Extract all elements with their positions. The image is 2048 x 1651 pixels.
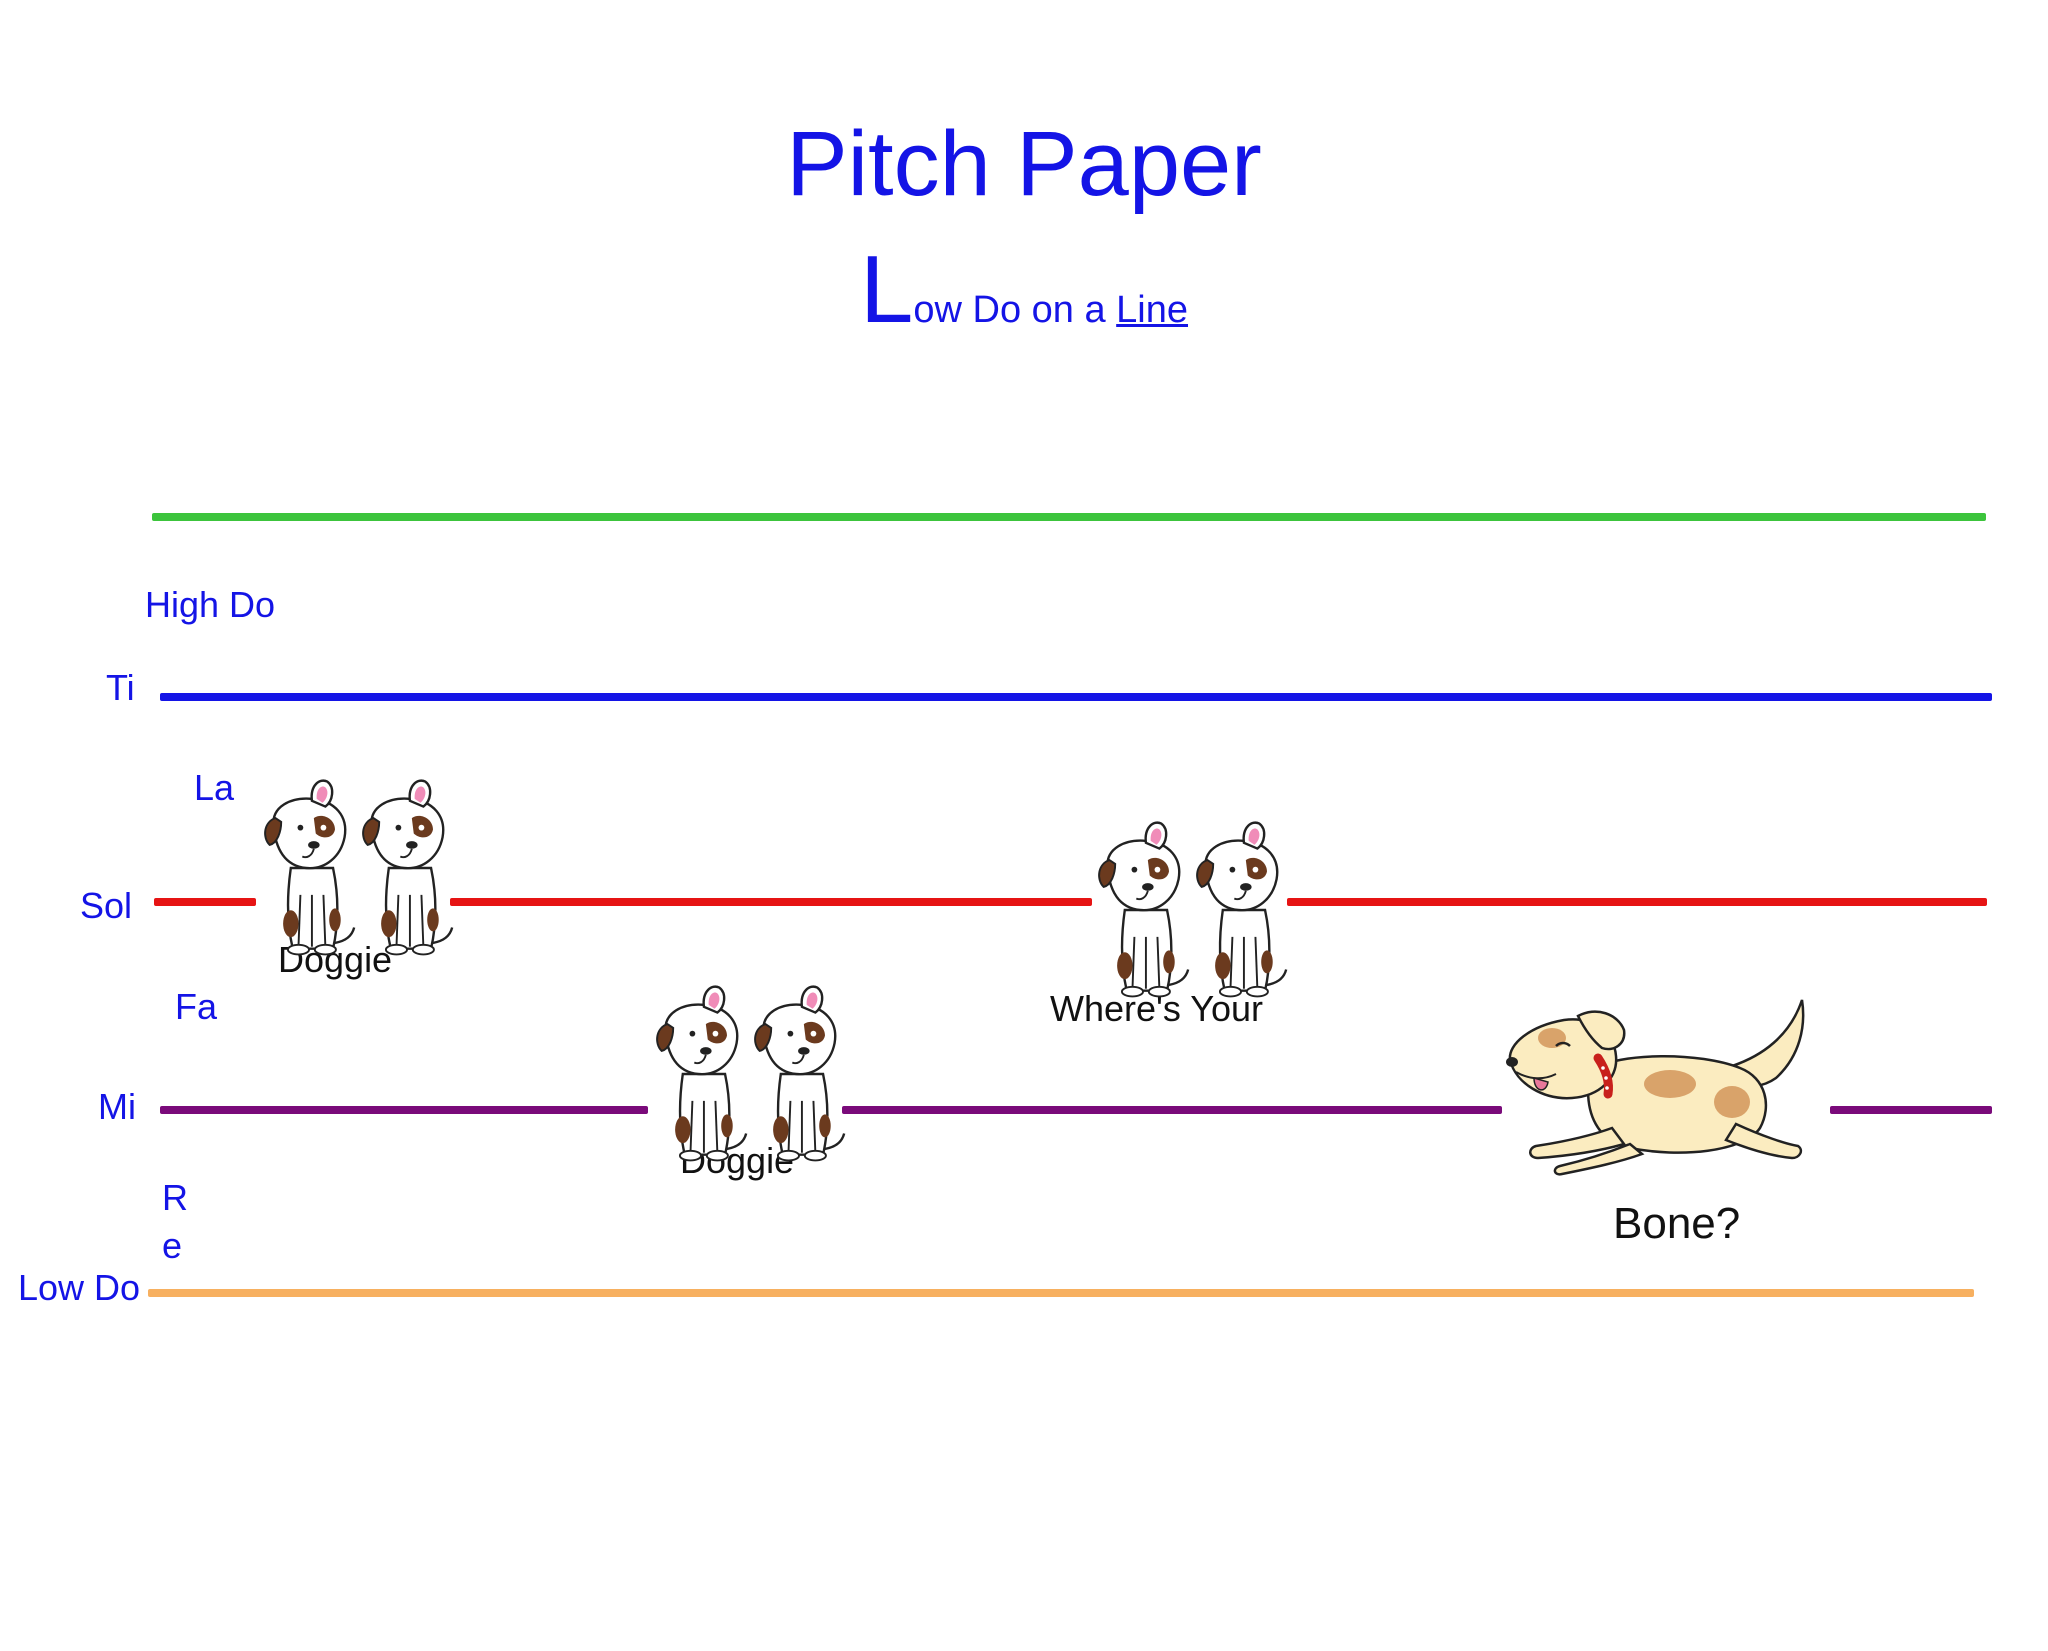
running-dog-icon: [1500, 996, 1830, 1176]
label-re-r: R: [162, 1177, 188, 1218]
label-sol: Sol: [80, 885, 133, 926]
ti-line: [160, 693, 1992, 701]
label-mi: Mi: [98, 1086, 136, 1127]
subtitle-underlined-word: Line: [1116, 289, 1189, 331]
sitting-dog-icon: [262, 776, 358, 960]
label-ti: Ti: [106, 667, 135, 708]
sitting-dog-icon: [654, 982, 750, 1166]
sitting-dog-icon: [1096, 818, 1192, 1002]
subtitle-middle: ow Do on a: [913, 289, 1117, 331]
sol-line-segment-3: [1287, 898, 1987, 906]
sitting-dog-icon: [752, 982, 848, 1166]
subtitle-initial: L: [859, 236, 914, 343]
label-fa: Fa: [175, 986, 218, 1027]
lyric-bone: Bone?: [1613, 1199, 1741, 1248]
label-re-e: e: [162, 1225, 183, 1266]
low-do-line: [148, 1289, 1974, 1297]
page-subtitle: Low Do on a Line: [0, 242, 2048, 338]
label-high-do: High Do: [145, 584, 276, 625]
mi-line-segment-2: [842, 1106, 1502, 1114]
mi-line-segment-1: [160, 1106, 648, 1114]
page-title: Pitch Paper: [786, 113, 1262, 215]
top-green-line: [152, 513, 1986, 521]
sitting-dog-icon: [1194, 818, 1290, 1002]
label-low-do: Low Do: [18, 1267, 141, 1308]
mi-line-segment-3: [1830, 1106, 1992, 1114]
sol-line-segment-2: [450, 898, 1092, 906]
sol-line-segment-1: [154, 898, 256, 906]
label-la: La: [194, 767, 235, 808]
sitting-dog-icon: [360, 776, 456, 960]
